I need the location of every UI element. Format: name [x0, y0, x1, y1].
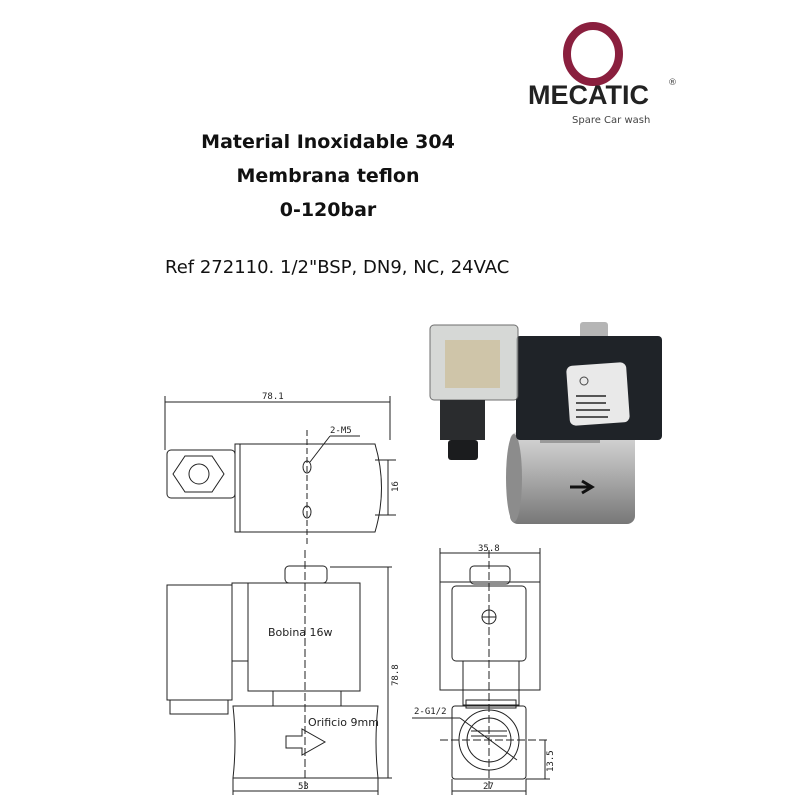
dim-holes: 2-M5: [330, 426, 352, 436]
dim-height: 78.8: [391, 664, 401, 686]
logo-brand: MECATIC: [528, 80, 649, 110]
coil-label: Bobina 16w: [268, 626, 333, 639]
spec-pressure: 0-120bar: [279, 199, 377, 221]
top-view: [164, 396, 396, 545]
orifice-label: Orificio 9mm: [308, 716, 379, 729]
reference-line: Ref 272110. 1/2"BSP, DN9, NC, 24VAC: [165, 257, 510, 278]
logo-tagline: Spare Car wash: [572, 115, 651, 126]
dim-end-width: 35.8: [478, 544, 500, 554]
dim-side-base: 53: [298, 782, 309, 792]
end-view: [412, 548, 550, 795]
spec-membrane: Membrana teflon: [236, 165, 420, 187]
dim-hole-spacing: 16: [391, 481, 401, 492]
spec-material: Material Inoxidable 304: [201, 131, 455, 153]
logo-registered: ®: [668, 78, 677, 88]
port-label: 2-G1/2: [414, 707, 447, 717]
dim-port-height: 13.5: [546, 750, 556, 772]
dim-end-base: 27: [483, 782, 494, 792]
dim-top-width: 78.1: [262, 392, 284, 402]
side-view: [166, 550, 392, 795]
